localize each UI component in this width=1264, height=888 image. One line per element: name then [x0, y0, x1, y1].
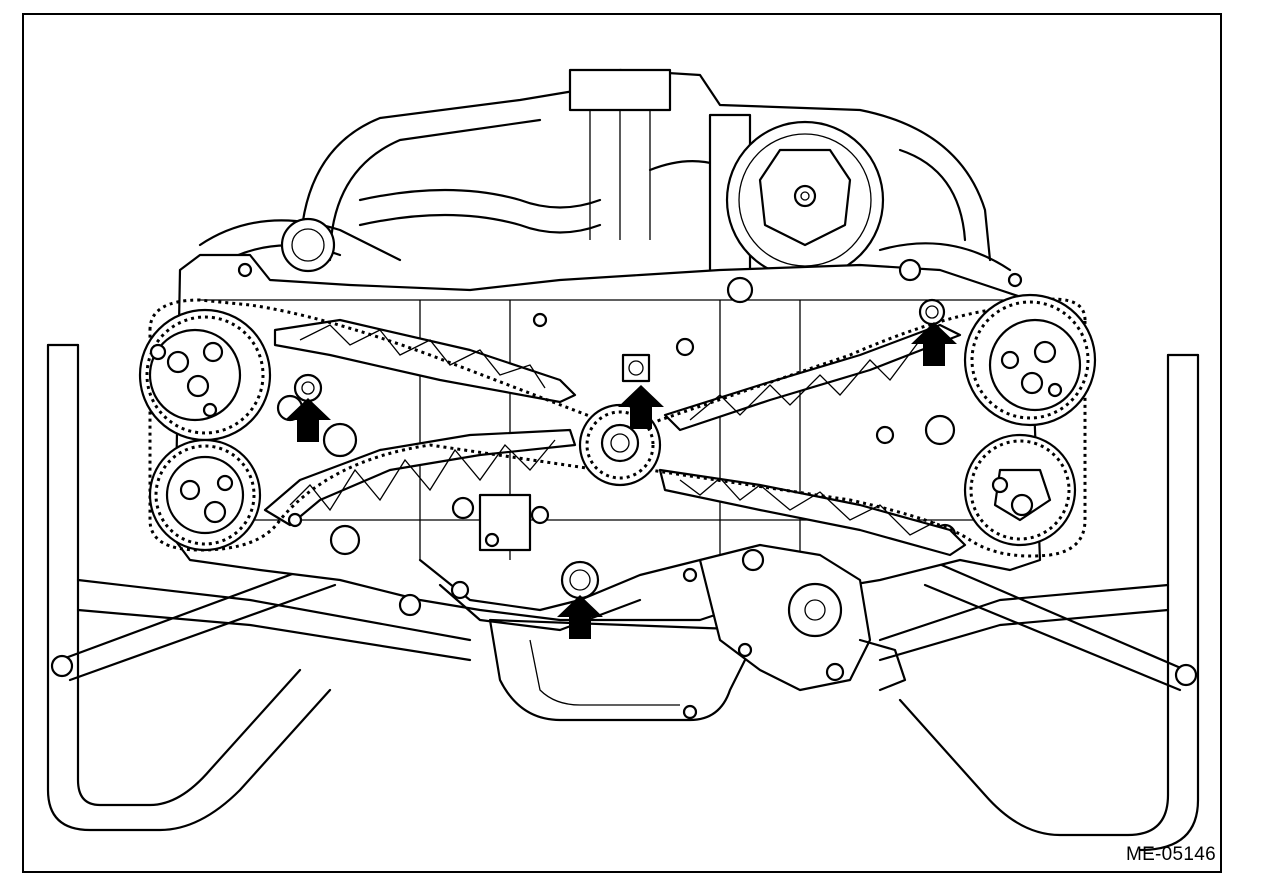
- arrow-icon: [285, 398, 331, 442]
- camshaft-sprocket-right-lower: [963, 433, 1077, 547]
- timing-chain-left: [148, 298, 622, 552]
- camshaft-sprocket-left-lower: [148, 438, 262, 552]
- pointer-arrows: [285, 322, 957, 639]
- arrow-icon: [618, 385, 664, 429]
- camshaft-sprocket-left-upper: [138, 308, 272, 442]
- intake-manifold: [198, 68, 1012, 273]
- chain-guide-upper-right: [663, 323, 962, 432]
- figure-frame: [22, 13, 1222, 873]
- engine-stand-right: [878, 353, 1200, 852]
- chain-guide-lower-left: [263, 428, 577, 528]
- camshaft-sprocket-right-upper: [963, 293, 1097, 427]
- chain-guide-upper-left: [273, 318, 577, 404]
- oil-pan: [488, 618, 762, 722]
- water-pump: [698, 543, 907, 692]
- arrow-icon: [557, 595, 603, 639]
- figure-id-label: ME-05146: [1125, 844, 1216, 865]
- arrow-icon: [911, 322, 957, 366]
- engine-stand-left: [46, 343, 472, 832]
- ac-compressor: [708, 113, 885, 280]
